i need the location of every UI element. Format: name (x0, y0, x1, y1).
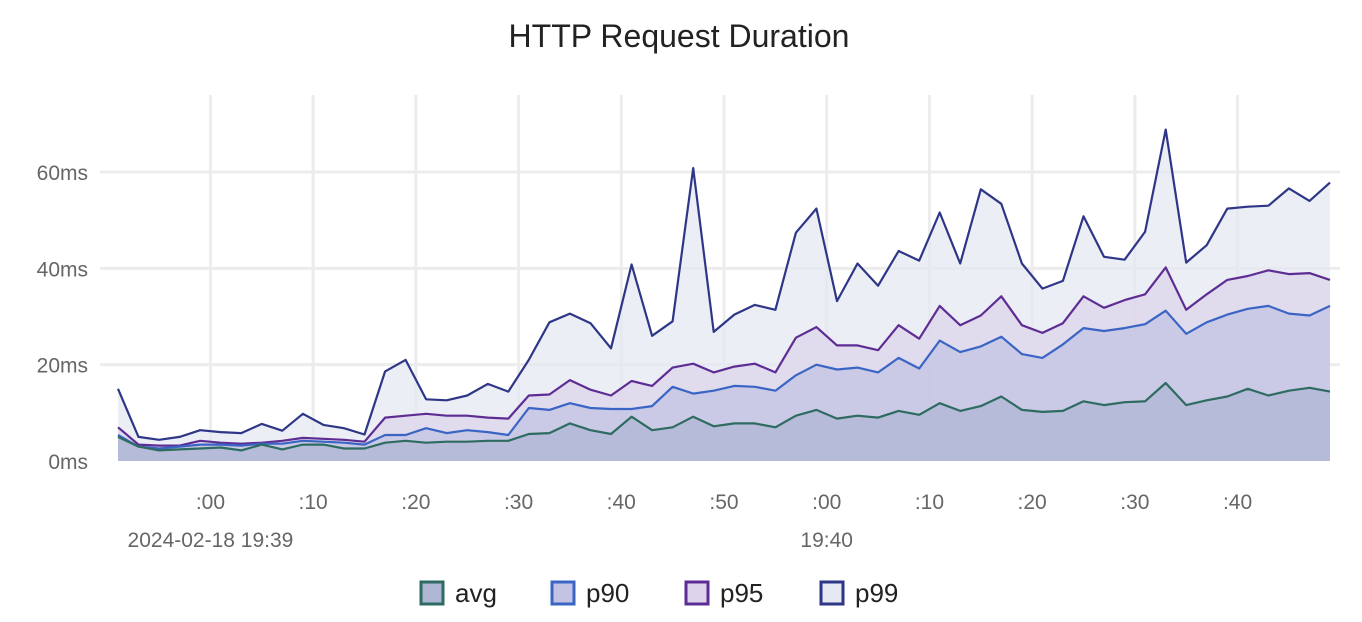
legend-swatch (550, 580, 576, 606)
chart-title: HTTP Request Duration (509, 18, 850, 54)
x-tick-label: :30 (1120, 491, 1149, 514)
y-tick-label: 20ms (37, 355, 88, 378)
series-lines (116, 128, 1331, 452)
series-areas (118, 129, 1330, 461)
x-tick-label: :40 (1223, 491, 1252, 514)
legend-swatch (419, 580, 445, 606)
y-axis: 0ms 20ms 40ms 60ms (37, 162, 88, 474)
legend-label: avg (455, 578, 497, 608)
x-tick-label: :50 (709, 491, 738, 514)
x-axis: :00 :10 :20 :30 :40 :50 :00 :10 :20 :30 :40 2024-02… (128, 491, 1253, 552)
legend-item-avg[interactable]: avg (419, 578, 497, 608)
legend-label: p99 (855, 578, 898, 608)
legend[interactable]: avg p90 p95 p99 (419, 578, 898, 608)
line-avg (117, 381, 1331, 452)
x-date-label: 19:40 (800, 529, 853, 552)
x-date-label: 2024-02-18 19:39 (128, 529, 294, 552)
line-p90 (117, 304, 1331, 450)
y-tick-label: 40ms (37, 258, 88, 281)
x-tick-label: :00 (812, 491, 841, 514)
y-tick-label: 0ms (48, 451, 88, 474)
legend-item-p90[interactable]: p90 (550, 578, 629, 608)
x-tick-label: :20 (1018, 491, 1047, 514)
x-tick-label: :10 (299, 491, 328, 514)
x-tick-label: :10 (915, 491, 944, 514)
legend-swatch (819, 580, 845, 606)
legend-item-p95[interactable]: p95 (684, 578, 763, 608)
line-p99 (116, 128, 1331, 441)
y-tick-label: 60ms (37, 162, 88, 185)
x-tick-label: :40 (607, 491, 636, 514)
legend-item-p99[interactable]: p99 (819, 578, 898, 608)
line-p95 (117, 266, 1331, 447)
legend-swatch (684, 580, 710, 606)
legend-label: p90 (586, 578, 629, 608)
x-tick-label: :30 (504, 491, 533, 514)
area-avg (118, 383, 1330, 461)
x-tick-label: :20 (401, 491, 430, 514)
x-tick-label: :00 (196, 491, 225, 514)
legend-label: p95 (720, 578, 763, 608)
